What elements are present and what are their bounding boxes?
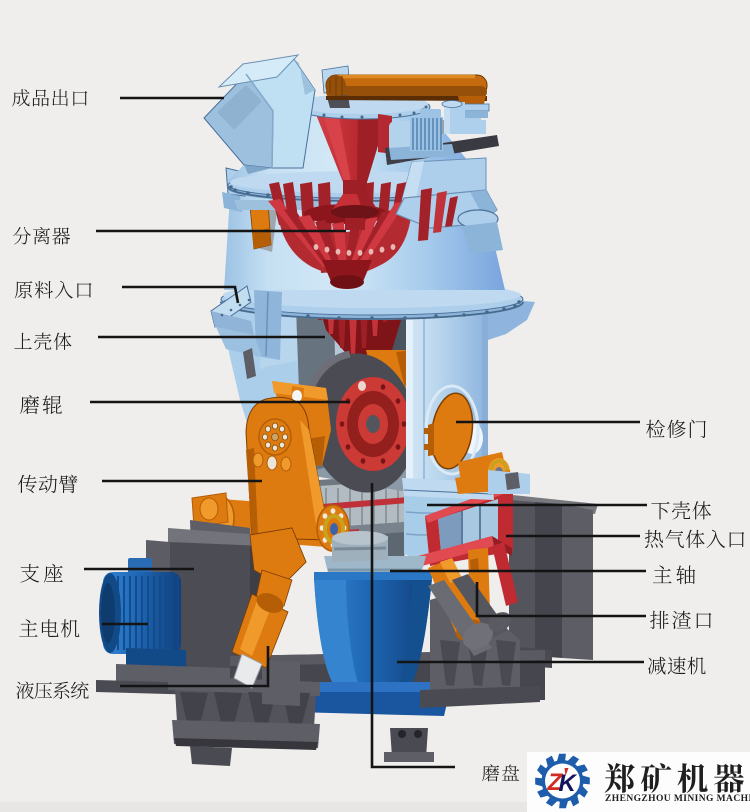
svg-text:ZHENGZHOU MINING MACHINERY: ZHENGZHOU MINING MACHINERY bbox=[605, 794, 750, 804]
svg-text:K: K bbox=[559, 770, 578, 797]
svg-text:Z: Z bbox=[547, 769, 564, 796]
